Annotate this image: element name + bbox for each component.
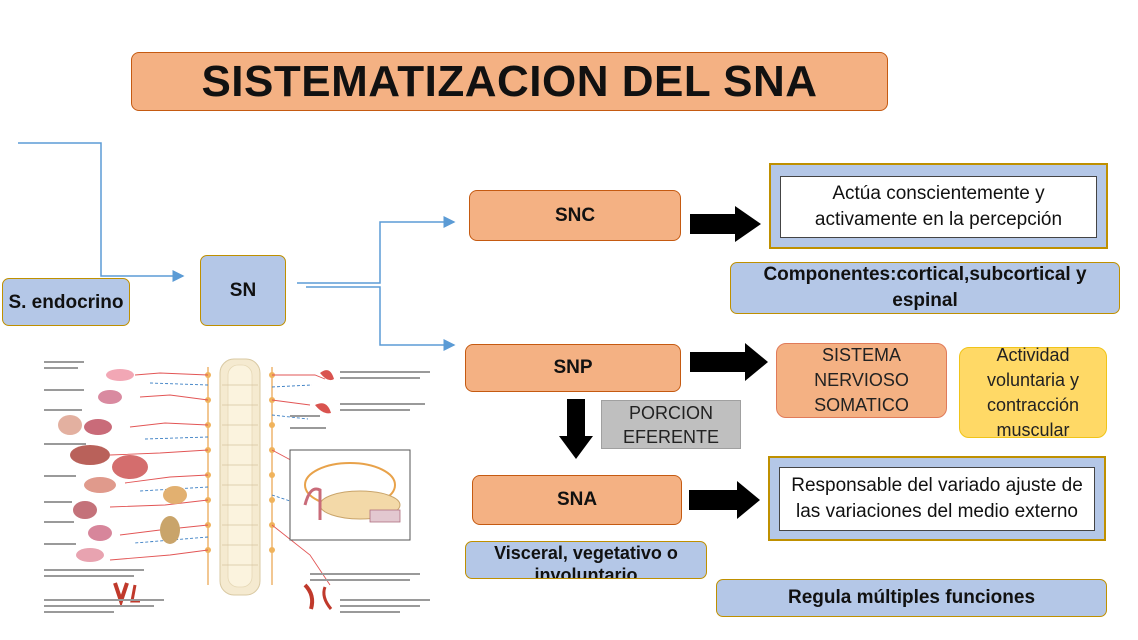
componentes-box: Componentes:cortical,subcortical y espin… (730, 262, 1120, 314)
node-sn: SN (200, 255, 286, 326)
sistema-somatico-box: SISTEMA NERVIOSO SOMATICO (776, 343, 947, 418)
snc-description: Actúa conscientemente y activamente en l… (780, 176, 1097, 238)
connector-endocrino-sn (18, 142, 185, 282)
visceral-box: Visceral, vegetativo o involuntario (465, 541, 707, 579)
arrow-snp-down (559, 399, 593, 459)
arrow-snp-right (690, 343, 768, 381)
node-snp: SNP (465, 344, 681, 392)
node-snc: SNC (469, 190, 681, 241)
arrow-snc-right (690, 206, 761, 242)
nervous-system-illustration (44, 358, 430, 613)
porcion-eferente-label: PORCION EFERENTE (601, 400, 741, 449)
connector-sn-snp (306, 286, 456, 351)
arrow-sna-right (689, 481, 760, 519)
page-title: SISTEMATIZACION DEL SNA (131, 52, 888, 111)
node-s-endocrino: S. endocrino (2, 278, 130, 326)
connector-sn-snc (297, 216, 456, 284)
regula-box: Regula múltiples funciones (716, 579, 1107, 617)
actividad-box: Actividad voluntaria y contracción muscu… (959, 345, 1107, 440)
node-sna: SNA (472, 475, 682, 525)
sna-description: Responsable del variado ajuste de las va… (779, 467, 1095, 531)
